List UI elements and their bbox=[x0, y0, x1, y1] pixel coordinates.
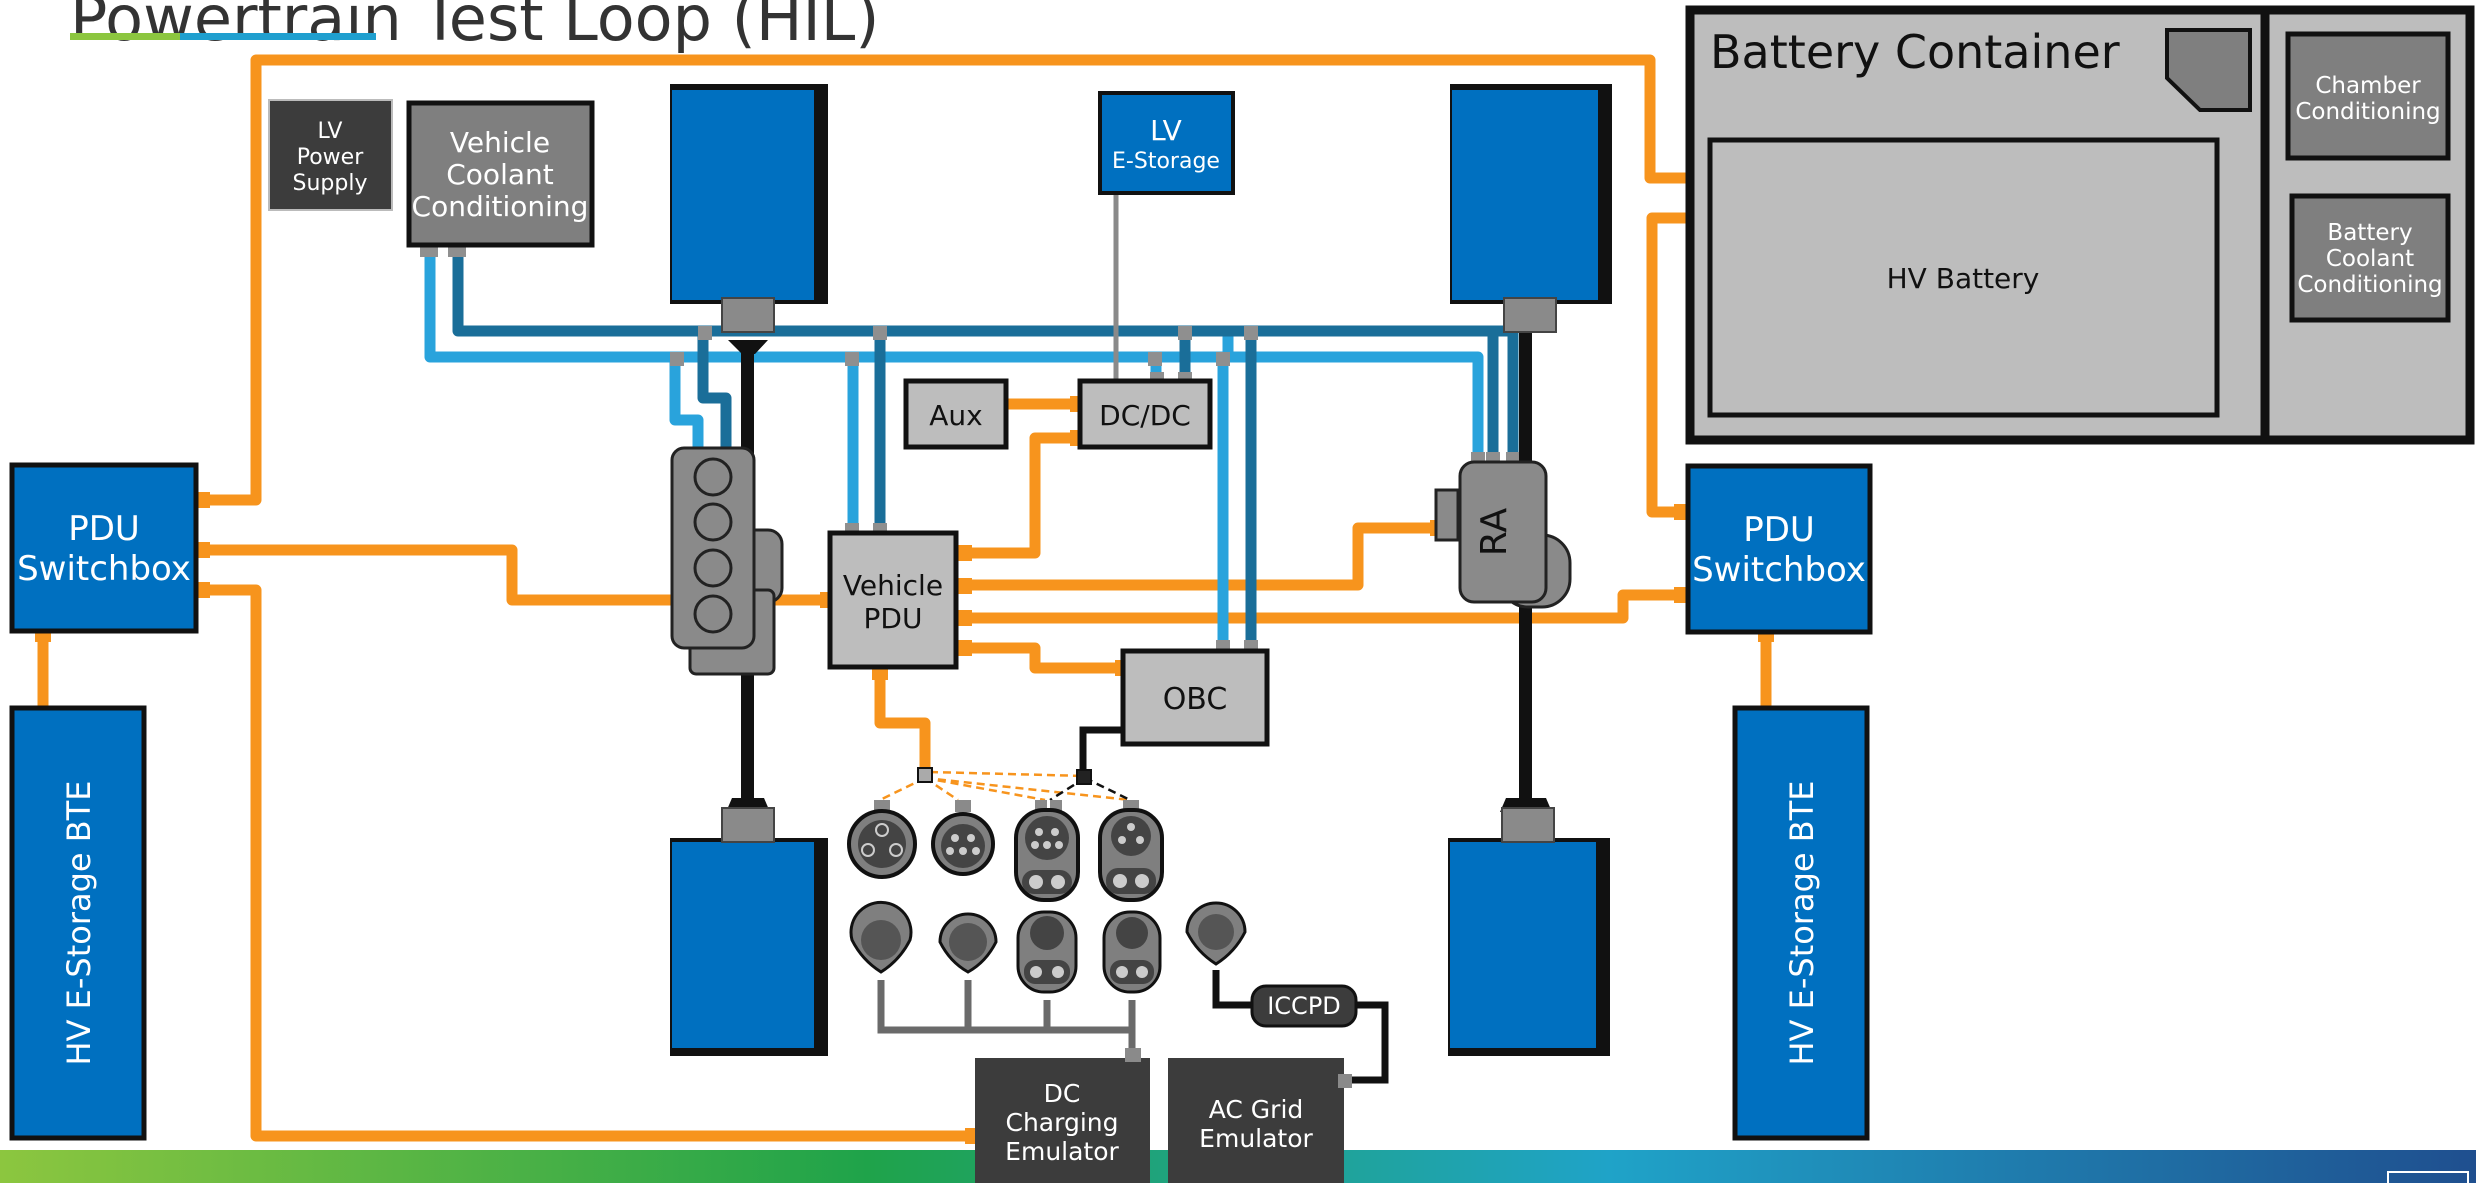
lv-estorage-line1: LV bbox=[1150, 114, 1182, 147]
plug-ccs2-icon bbox=[1016, 910, 1078, 994]
rear-axle-unit: RA bbox=[1434, 460, 1572, 609]
pdu-left-line1: PDU bbox=[68, 509, 140, 549]
iccpd-cable bbox=[1345, 1001, 1389, 1084]
hv-lines bbox=[37, 54, 1772, 1142]
bcc-line3: Conditioning bbox=[2297, 272, 2442, 298]
title-underline bbox=[70, 33, 376, 40]
hv-estorage-bte-left: HV E-Storage BTE bbox=[9, 705, 147, 1141]
battery-container-title: Battery Container bbox=[1710, 25, 2120, 79]
aux-box: Aux bbox=[903, 378, 1009, 450]
lv-estorage-line2: E-Storage bbox=[1112, 149, 1220, 174]
dc-emulator-line2: Charging bbox=[1006, 1108, 1119, 1137]
ra-label: RA bbox=[1474, 508, 1515, 557]
bte-left-label: HV E-Storage BTE bbox=[60, 781, 98, 1066]
aux-label: Aux bbox=[929, 399, 982, 432]
chamber-conditioning-box bbox=[2285, 31, 2451, 161]
footer-logo-box bbox=[2387, 1171, 2469, 1183]
vcc-line1: Vehicle bbox=[450, 126, 550, 159]
vcc-line3: Conditioning bbox=[412, 190, 589, 223]
plug-ccs1-icon bbox=[1102, 910, 1162, 994]
charger-junction-ac bbox=[1076, 769, 1092, 785]
hv-estorage-bte-right: HV E-Storage BTE bbox=[1732, 705, 1870, 1141]
plug-type2-icon bbox=[938, 912, 998, 974]
vehicle-inlets bbox=[847, 800, 1164, 902]
coolant-lines bbox=[424, 52, 2292, 645]
lv-power-supply-line2: Power bbox=[297, 145, 364, 170]
dyno-units bbox=[670, 84, 1612, 1056]
plug-type1-icon bbox=[849, 900, 913, 974]
ac-plug-cable bbox=[1212, 970, 1256, 1009]
pdu-right-line1: PDU bbox=[1743, 510, 1815, 550]
bcc-line2: Coolant bbox=[2326, 246, 2414, 272]
front-drive-unit bbox=[670, 446, 784, 676]
iccpd-label: ICCPD bbox=[1267, 992, 1341, 1020]
hv-battery-box bbox=[1707, 137, 2220, 418]
dyno-rear-left bbox=[670, 807, 828, 1056]
battery-container: Battery Container HV Battery Chamber Con… bbox=[1685, 5, 2475, 445]
pdu-switchbox-right: PDU Switchbox bbox=[1685, 463, 1873, 635]
chamber-cond-line1: Chamber bbox=[2315, 73, 2421, 99]
chamber-cond-line2: Conditioning bbox=[2295, 99, 2440, 125]
vehicle-pdu-line1: Vehicle bbox=[843, 569, 943, 602]
dyno-front-right bbox=[1450, 84, 1612, 333]
obc-label: OBC bbox=[1163, 682, 1228, 717]
inlet-type2-icon bbox=[931, 800, 995, 876]
inlet-ccs1-icon bbox=[1098, 800, 1164, 902]
bte-right-label: HV E-Storage BTE bbox=[1783, 781, 1821, 1066]
hv-battery-label: HV Battery bbox=[1887, 262, 2040, 295]
ac-grid-emulator: AC Grid Emulator bbox=[1168, 1058, 1352, 1183]
charging-plugs bbox=[849, 900, 1247, 994]
lv-power-supply-line1: LV bbox=[318, 119, 343, 144]
chamber-unit-icon bbox=[2165, 28, 2252, 112]
vcc-line2: Coolant bbox=[446, 158, 553, 191]
dc-emulator-line3: Emulator bbox=[1005, 1137, 1119, 1166]
vehicle-pdu: Vehicle PDU bbox=[827, 530, 959, 670]
pdu-right-line2: Switchbox bbox=[1692, 550, 1866, 590]
inlet-ccs2-icon bbox=[1014, 800, 1080, 902]
dyno-rear-right bbox=[1448, 807, 1610, 1056]
bcc-line1: Battery bbox=[2327, 220, 2412, 246]
pdu-left-line2: Switchbox bbox=[17, 549, 191, 589]
plug-cables bbox=[877, 980, 1136, 1050]
obc-charger-line bbox=[1079, 726, 1123, 776]
dc-charging-emulator: DC Charging Emulator bbox=[975, 1048, 1150, 1183]
plug-ac-icon bbox=[1185, 901, 1247, 966]
lv-e-storage: LV E-Storage bbox=[1098, 91, 1235, 195]
charger-junction-hv bbox=[917, 767, 933, 783]
iccpd-box: ICCPD bbox=[1250, 984, 1358, 1028]
pdu-switchbox-left: PDU Switchbox bbox=[9, 462, 199, 634]
dcdc-box: DC/DC bbox=[1077, 378, 1213, 450]
lv-power-supply-line3: Supply bbox=[293, 171, 368, 196]
dcdc-label: DC/DC bbox=[1099, 399, 1191, 432]
ac-emulator-line1: AC Grid bbox=[1209, 1095, 1304, 1124]
battery-coolant-conditioning-box bbox=[2289, 193, 2451, 323]
inlet-type1-icon bbox=[847, 800, 917, 879]
dc-emulator-line1: DC bbox=[1044, 1079, 1081, 1108]
vehicle-pdu-line2: PDU bbox=[864, 602, 923, 635]
title-underline-green bbox=[70, 33, 180, 40]
page-title: Powertrain Test Loop (HIL) bbox=[70, 0, 879, 55]
vehicle-coolant-conditioning: Vehicle Coolant Conditioning bbox=[406, 100, 595, 248]
lv-power-supply: LV Power Supply bbox=[268, 99, 393, 211]
dyno-front-left bbox=[670, 84, 828, 333]
ac-emulator-line2: Emulator bbox=[1199, 1124, 1313, 1153]
obc-box: OBC bbox=[1120, 648, 1270, 747]
